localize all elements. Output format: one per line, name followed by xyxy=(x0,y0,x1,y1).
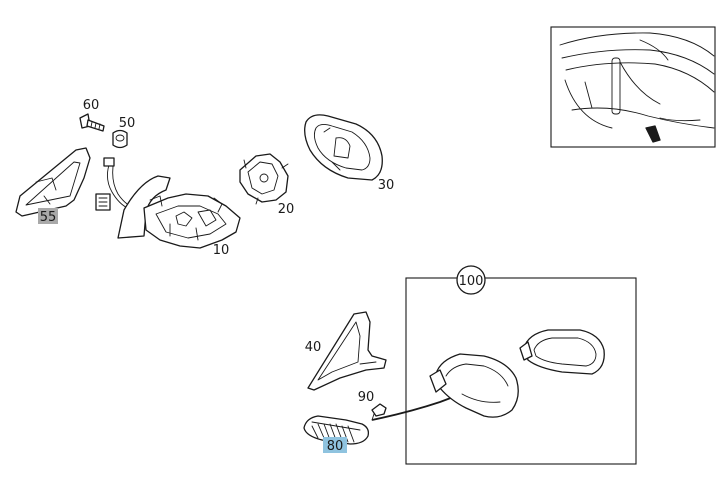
label-30: 30 xyxy=(378,178,395,193)
label-10: 10 xyxy=(213,243,230,258)
label-60: 60 xyxy=(83,98,100,113)
part-40-triangle-cover: 40 xyxy=(305,311,387,391)
label-20: 20 xyxy=(278,202,295,217)
part-20-adjuster: 20 xyxy=(239,153,295,217)
part-50-grommet: 50 xyxy=(112,116,136,149)
label-90: 90 xyxy=(358,390,375,405)
vehicle-location-inset xyxy=(550,26,716,148)
part-90-small-screw: 90 xyxy=(358,390,387,421)
part-60-screw: 60 xyxy=(79,98,105,132)
highlight-55 xyxy=(38,208,58,224)
circle-100 xyxy=(456,265,486,295)
assembled-mirror xyxy=(429,353,519,418)
part-80-turn-signal: 80 xyxy=(303,415,370,454)
label-50: 50 xyxy=(119,116,136,131)
mirror-housing-cover xyxy=(519,329,605,375)
label-100: 100 xyxy=(459,274,484,289)
part-30-mirror-glass: 30 xyxy=(304,114,395,193)
part-55-mirror-cover: 55 xyxy=(15,147,91,225)
car-front-sketch xyxy=(559,32,715,143)
label-80: 80 xyxy=(327,439,344,454)
label-40: 40 xyxy=(305,340,322,355)
part-100-assembly-box: 100 xyxy=(371,265,637,465)
part-10-mirror-base: 10 xyxy=(95,157,241,258)
label-55: 55 xyxy=(40,210,57,225)
highlight-80 xyxy=(323,437,347,453)
